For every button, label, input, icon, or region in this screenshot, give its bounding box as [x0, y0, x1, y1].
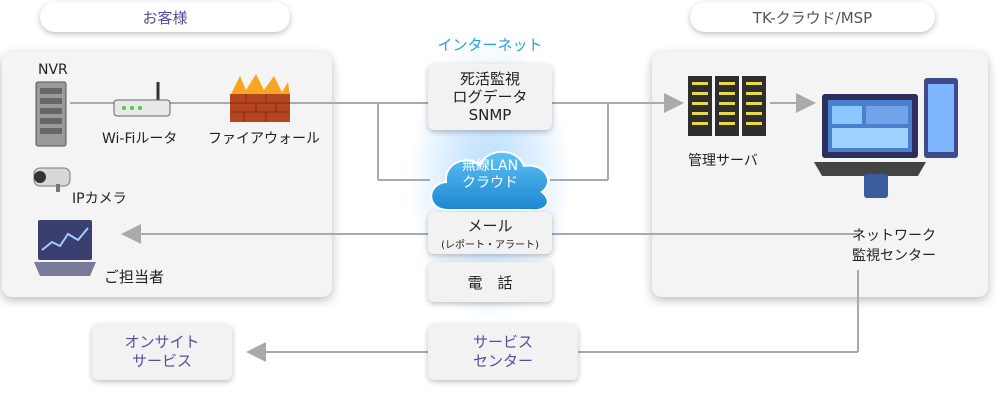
server-label: 管理サーバ — [688, 153, 758, 169]
cloud-label: 無線LAN クラウド — [461, 158, 519, 191]
nvr-icon — [35, 81, 67, 147]
provider-header: TK-クラウド/MSP — [690, 2, 935, 32]
laptop-icon — [34, 220, 96, 276]
cloud-icon — [430, 150, 549, 212]
noc-label: ネットワーク 監視センター — [852, 228, 936, 264]
phone-box: 電 話 — [428, 262, 552, 302]
service-center-box: サービス センター — [428, 324, 578, 380]
onsite-service-box: オンサイト サービス — [92, 324, 232, 380]
firewall-label: ファイアウォール — [208, 131, 320, 147]
monitoring-box: 死活監視 ログデータ SNMP — [428, 64, 552, 130]
internet-label: インターネット — [437, 36, 543, 54]
noc-monitor-icon — [814, 78, 958, 198]
person-label: ご担当者 — [104, 268, 165, 286]
customer-header: お客様 — [40, 2, 290, 32]
nvr-label: NVR — [38, 62, 68, 78]
camera-label: IPカメラ — [72, 191, 127, 207]
mail-box: メール (レポート・アラート) — [428, 212, 552, 254]
camera-icon — [33, 167, 71, 192]
router-icon — [113, 82, 171, 117]
firewall-icon — [230, 74, 290, 122]
server-rack-icon — [688, 76, 766, 136]
router-label: Wi-Fiルータ — [102, 131, 178, 147]
